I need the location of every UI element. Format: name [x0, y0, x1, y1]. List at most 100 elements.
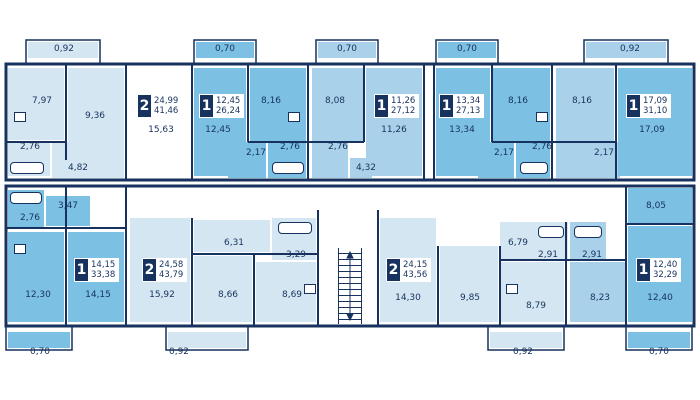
room-area-label: 8,16	[571, 96, 593, 106]
balcony-top-3	[318, 42, 376, 58]
room-area-label: 6,79	[507, 238, 529, 248]
balcony-top-4	[438, 42, 496, 58]
bathroom-2-76-e-top	[556, 142, 580, 178]
bathtub-icon	[272, 162, 304, 174]
room-count: 2	[143, 259, 156, 281]
living-area: 14,15	[91, 260, 116, 270]
room-area-label: 9,85	[459, 293, 481, 303]
room-area-label: 2,17	[245, 148, 267, 158]
room-8-23	[570, 262, 626, 322]
balcony-bottom-1	[8, 332, 70, 348]
bathtub-icon	[520, 162, 548, 174]
room-8-16-a	[250, 68, 306, 142]
room-area-label: 2,76	[531, 142, 553, 152]
room-area-label: 12,40	[647, 293, 673, 303]
room-area-label: 3,29	[285, 250, 307, 260]
total-area: 31,10	[643, 106, 668, 116]
hall-2-17-c	[580, 142, 620, 178]
room-area-label: 2,76	[279, 142, 301, 152]
bathtub-icon	[538, 226, 564, 238]
room-area-label: 15,63	[148, 125, 174, 135]
living-area: 12,45	[216, 96, 241, 106]
room-area-label: 2,76	[19, 142, 41, 152]
room-area-label: 2,91	[537, 250, 559, 260]
room-11-26	[366, 68, 422, 176]
room-area-label: 8,79	[525, 301, 547, 311]
hall-4-32	[350, 158, 372, 178]
balcony-bottom-3	[490, 332, 562, 348]
room-area-label: 12,45	[205, 125, 231, 135]
room-area-label: 4,82	[67, 163, 89, 173]
room-8-05	[628, 188, 692, 224]
washbasin-icon	[14, 112, 26, 122]
room-area-label: 2,17	[493, 148, 515, 158]
room-area-label: 6,31	[223, 238, 245, 248]
bathtub-icon	[574, 226, 602, 238]
room-area-label: 2,17	[593, 148, 615, 158]
room-9-85	[440, 246, 498, 322]
room-area-label: 3,47	[57, 201, 79, 211]
room-8-08	[312, 68, 364, 142]
bathtub-icon	[10, 162, 44, 174]
total-area: 26,24	[216, 106, 241, 116]
total-area: 43,56	[403, 270, 428, 280]
room-15-63	[128, 68, 192, 176]
balcony-label: 0,70	[336, 44, 358, 54]
room-8-16-c	[556, 68, 614, 142]
room-count: 1	[637, 259, 650, 281]
room-area-label: 8,16	[260, 96, 282, 106]
balcony-bottom-2	[168, 332, 246, 348]
washbasin-icon	[506, 284, 518, 294]
total-area: 32,29	[653, 270, 678, 280]
balcony-label: 0,92	[53, 44, 75, 54]
hall-4-82	[52, 142, 124, 178]
room-area-label: 8,16	[507, 96, 529, 106]
room-area-label: 17,09	[639, 125, 665, 135]
balcony-label: 0,70	[29, 347, 51, 357]
living-area: 24,99	[154, 96, 179, 106]
room-count: 2	[138, 95, 151, 117]
room-area-label: 2,76	[19, 213, 41, 223]
balcony-top-1	[28, 42, 98, 58]
balcony-label: 0,70	[214, 44, 236, 54]
room-count: 1	[75, 259, 88, 281]
room-17-09	[618, 68, 692, 176]
room-7-97	[8, 68, 64, 140]
hall-2-17-a	[228, 142, 266, 178]
room-area-label: 12,30	[25, 290, 51, 300]
room-8-66	[194, 256, 252, 322]
washbasin-icon	[304, 284, 316, 294]
balcony-label: 0,92	[168, 347, 190, 357]
total-area: 33,38	[91, 270, 116, 280]
total-area: 43,79	[159, 270, 184, 280]
room-area-label: 8,08	[324, 96, 346, 106]
balcony-label: 0,92	[512, 347, 534, 357]
hall-6-79	[500, 222, 534, 260]
room-area-label: 14,15	[85, 290, 111, 300]
hall-2-17-b	[478, 142, 514, 178]
balcony-label: 0,70	[456, 44, 478, 54]
room-area-label: 14,30	[395, 293, 421, 303]
room-area-label: 15,92	[149, 290, 175, 300]
bathtub-icon	[278, 222, 312, 234]
room-area-label: 8,69	[281, 290, 303, 300]
room-area-label: 4,32	[355, 163, 377, 173]
total-area: 41,46	[154, 106, 179, 116]
hall-3-47	[46, 196, 90, 226]
room-area-label: 11,26	[381, 125, 407, 135]
living-area: 24,15	[403, 260, 428, 270]
room-area-label: 8,05	[645, 201, 667, 211]
room-area-label: 8,66	[217, 290, 239, 300]
room-count: 1	[375, 95, 388, 117]
